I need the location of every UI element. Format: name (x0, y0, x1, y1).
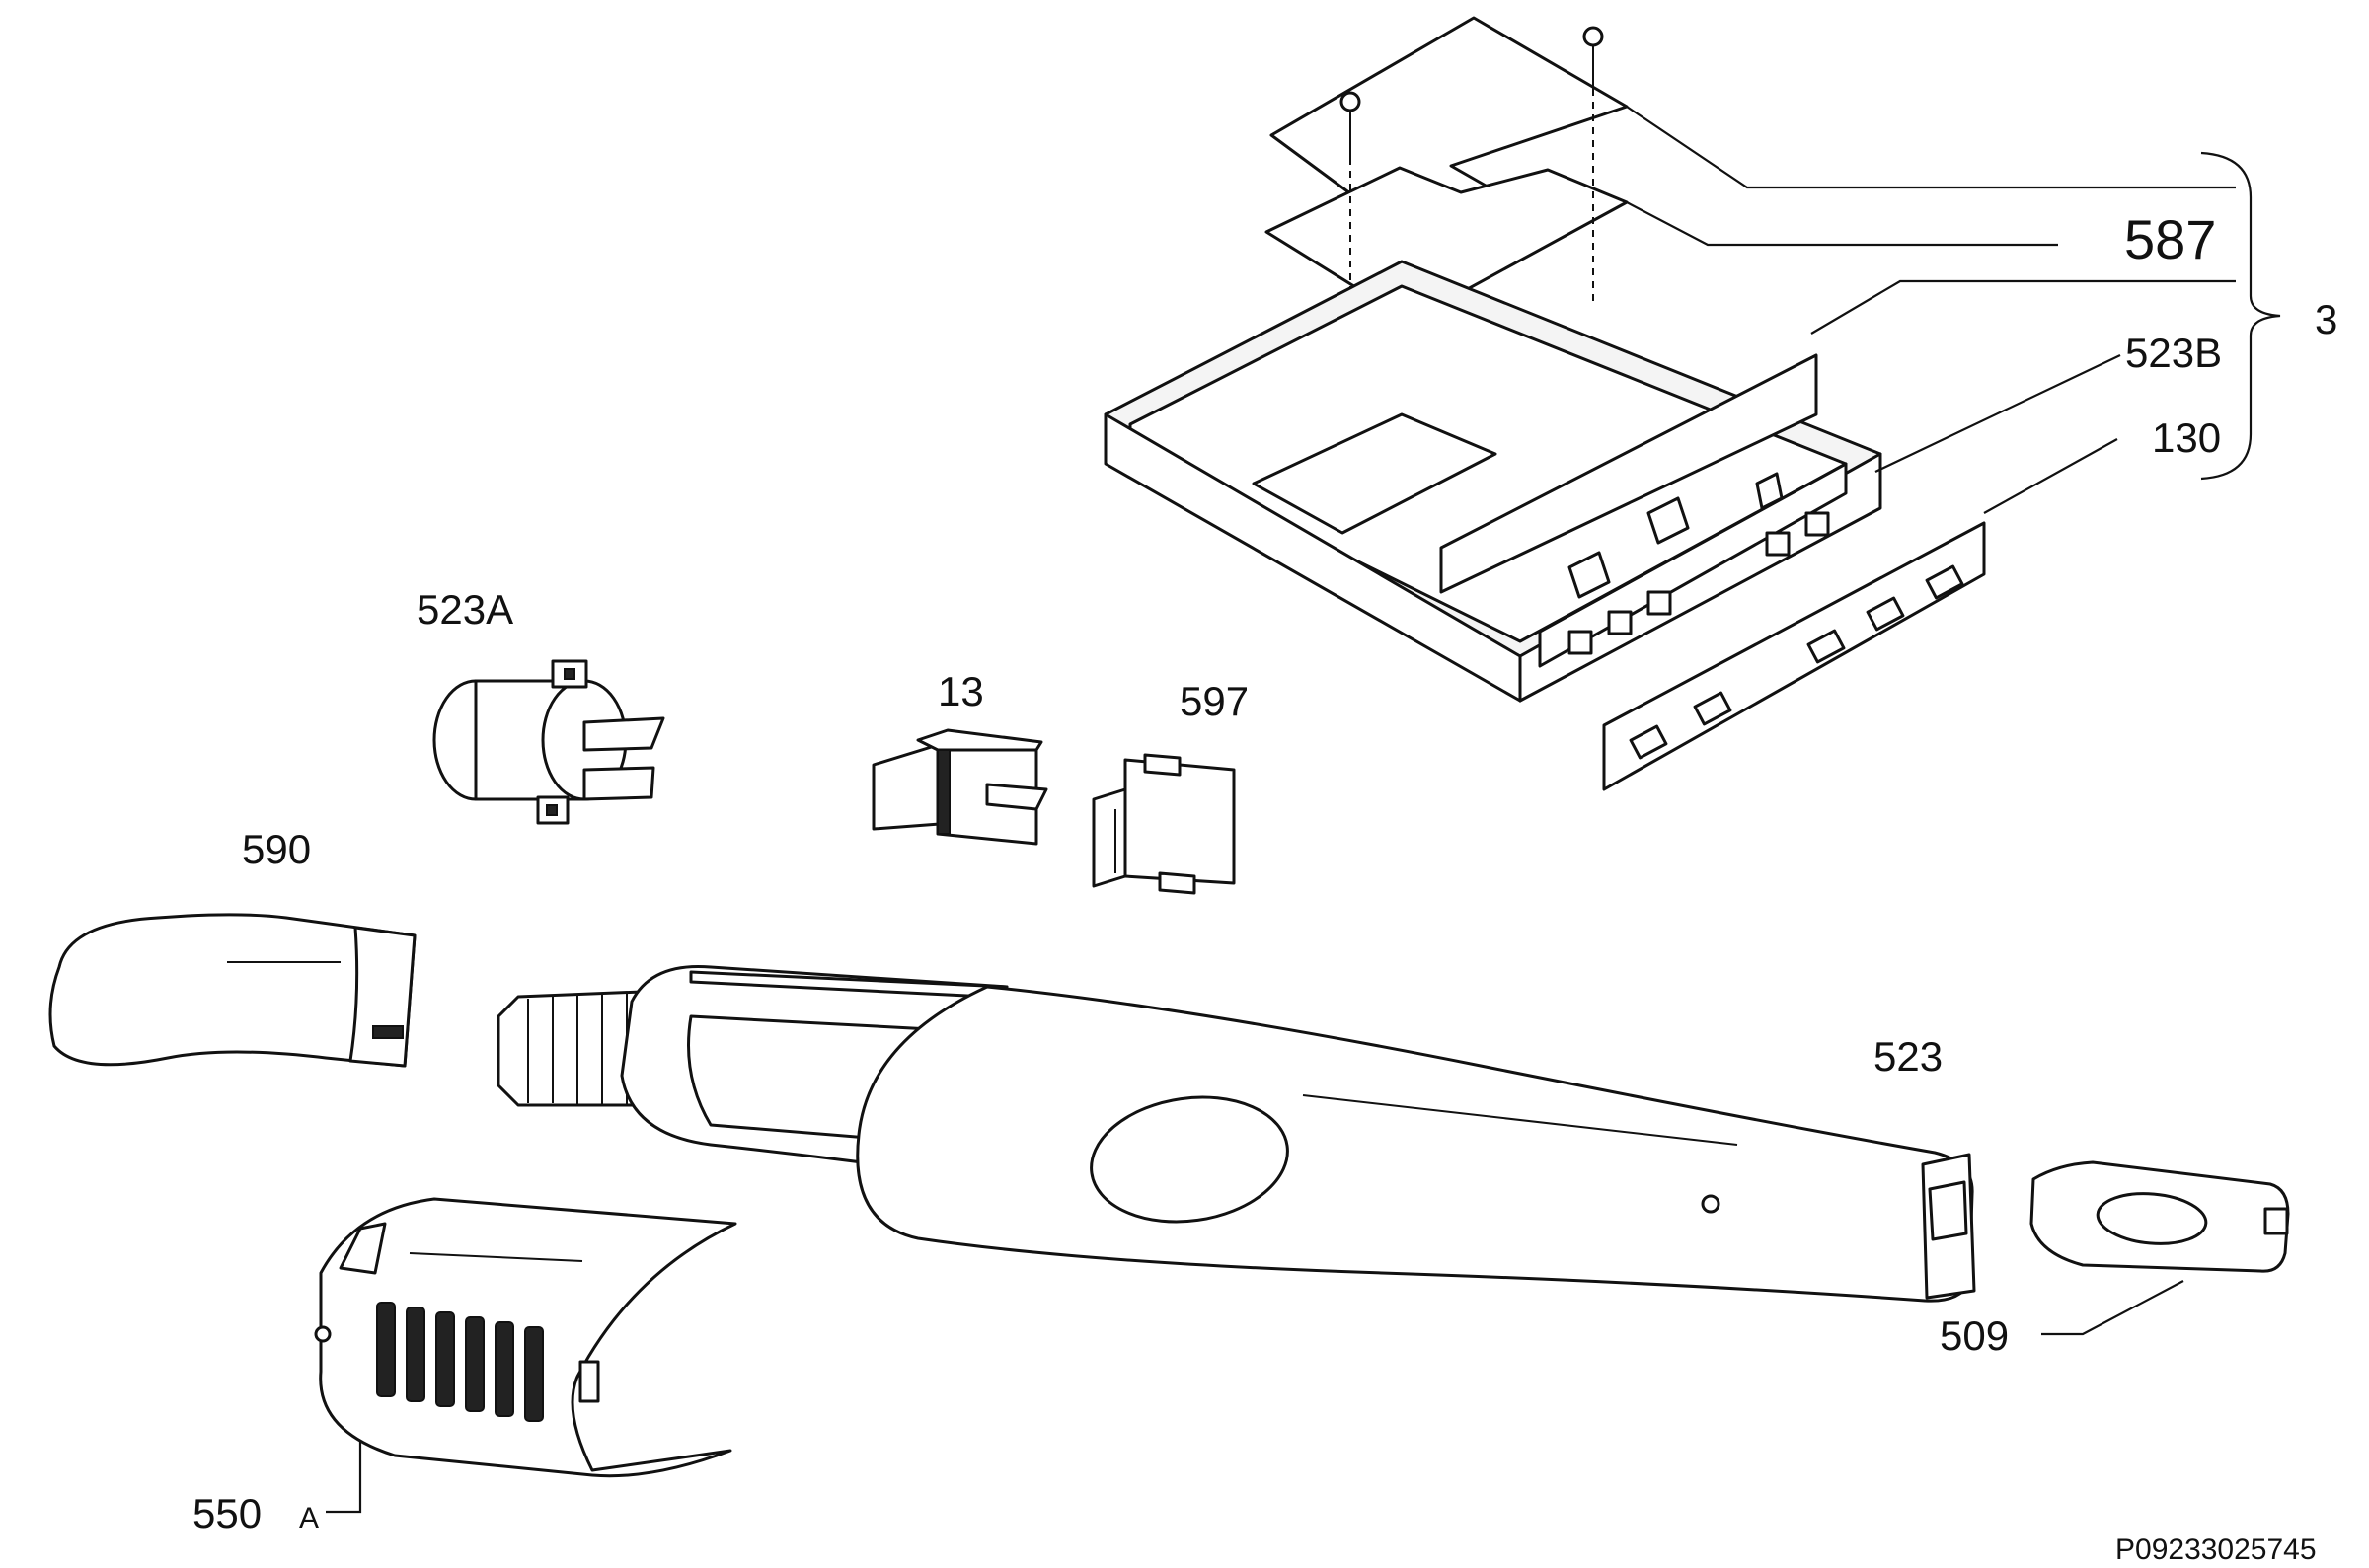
label-523B: 523B (2125, 330, 2222, 376)
label-3: 3 (2315, 296, 2337, 342)
group-brace (2200, 151, 2281, 481)
tray-housing-523B (1104, 260, 1882, 703)
label-597: 597 (1180, 678, 1249, 724)
label-550A-number: 550 (192, 1490, 262, 1536)
screw-left (1339, 91, 1361, 158)
document-id: P09233025745 (2115, 1533, 2317, 1566)
part-597-bracket (1092, 753, 1236, 895)
leader-lines (326, 106, 2236, 1514)
label-590: 590 (242, 826, 311, 872)
part-523-handle-body (497, 964, 1976, 1303)
label-550A-suffix: A (299, 1502, 319, 1534)
part-550A-cover (314, 1197, 737, 1478)
label-509: 509 (1940, 1312, 2009, 1359)
label-523A: 523A (417, 586, 513, 633)
part-523A (432, 659, 665, 825)
label-130: 130 (2152, 414, 2221, 461)
part-590-cap (48, 913, 417, 1068)
part-509-end-plug (2029, 1160, 2290, 1273)
label-523: 523 (1873, 1033, 1943, 1080)
screw-right (1582, 26, 1604, 89)
part-13-switch (872, 728, 1048, 846)
label-13: 13 (938, 668, 984, 714)
label-587: 587 (2124, 208, 2216, 270)
control-module-assembly (1104, 16, 1986, 791)
button-strip-130 (1602, 521, 1986, 791)
